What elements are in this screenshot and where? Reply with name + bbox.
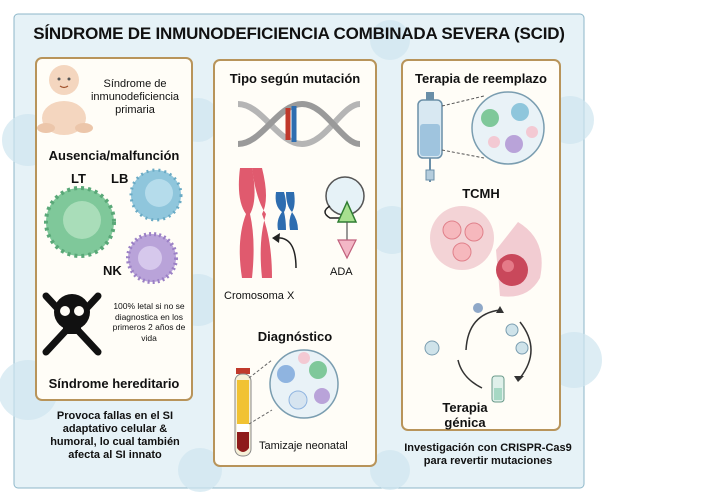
- dna-icon: [237, 100, 361, 148]
- heading-gene-therapy: Terapia génica: [442, 400, 488, 430]
- zoom-line-3: [441, 95, 485, 107]
- label-screening: Tamizaje neonatal: [259, 440, 348, 452]
- label-ada: ADA: [330, 266, 353, 278]
- nk-cell-icon: [126, 232, 178, 284]
- left-caption: Provoca fallas en el SI adaptativo celul…: [50, 410, 180, 461]
- heading-replacement: Terapia de reemplazo: [415, 71, 547, 86]
- primary-immunodeficiency-label: Síndrome de inmunodeficiencia primaria: [90, 78, 180, 116]
- label-lb: LB: [111, 171, 129, 186]
- heading-diagnosis: Diagnóstico: [257, 329, 333, 344]
- ada-enzyme-icon: [324, 176, 365, 260]
- page-title: SÍNDROME DE INMUNODEFICIENCIA COMBINADA …: [33, 24, 565, 43]
- label-lt: LT: [71, 171, 86, 186]
- zoom-line-4: [441, 149, 485, 159]
- chromosome-y-icon: [275, 192, 298, 230]
- label-nk: NK: [103, 263, 122, 278]
- lb-cell-icon: [129, 168, 183, 222]
- heading-mutation: Tipo según mutación: [229, 71, 361, 86]
- lt-cell-icon: [44, 186, 116, 258]
- magnifier-cells-icon: [269, 349, 339, 419]
- heading-tcmh: TCMH: [462, 186, 500, 201]
- gene-cycle-icon: [424, 303, 532, 403]
- label-chromosome-x: Cromosoma X: [224, 290, 295, 302]
- heading-hereditary: Síndrome hereditario: [48, 376, 180, 391]
- middle-panel: [213, 59, 377, 467]
- baby-icon: [37, 65, 93, 135]
- chromosome-x-icon: [238, 168, 272, 278]
- fetus-icon: [496, 222, 542, 297]
- hsct-cells-icon: [430, 206, 494, 270]
- iv-bag-icon: [417, 92, 443, 182]
- skull-crossbones-icon: [42, 292, 102, 356]
- arrow-head: [272, 233, 280, 243]
- stem-cells-icon: [471, 91, 545, 165]
- right-caption: Investigación con CRISPR-Cas9 para rever…: [404, 442, 572, 467]
- zoom-line-2: [248, 409, 273, 425]
- lethality-note: 100% letal si no se diagnostica en los p…: [112, 301, 186, 343]
- blood-tube-icon: [234, 368, 252, 457]
- heading-absence: Ausencia/malfunción: [48, 148, 180, 163]
